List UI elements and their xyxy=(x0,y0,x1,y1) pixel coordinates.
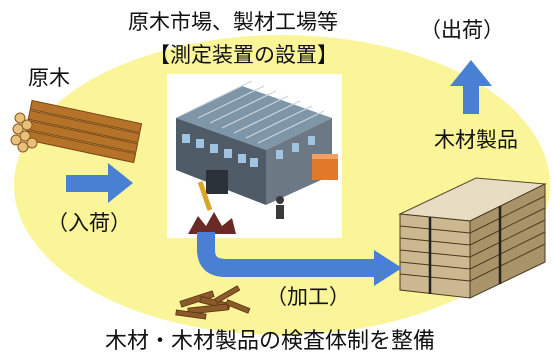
logs-label: 原木 xyxy=(28,66,70,90)
logs-illustration xyxy=(10,99,143,164)
caption: 木材・木材製品の検査体制を整備 xyxy=(105,329,436,354)
arrival-label: （入荷） xyxy=(47,211,131,235)
processing-arrow xyxy=(197,232,402,286)
shipping-arrow xyxy=(450,60,492,114)
arrival-arrow xyxy=(66,163,133,203)
title-line-2: 【測定装置の設置】 xyxy=(149,43,338,67)
lumber-stack-illustration xyxy=(398,177,547,299)
factory-illustration xyxy=(176,80,338,234)
shipping-label: （出荷） xyxy=(420,18,504,42)
title-line-1: 原木市場、製材工場等 xyxy=(128,10,338,34)
wood-chips-illustration xyxy=(175,285,251,320)
lumber-label: 木材製品 xyxy=(434,128,518,152)
processing-label: （加工） xyxy=(266,285,350,309)
